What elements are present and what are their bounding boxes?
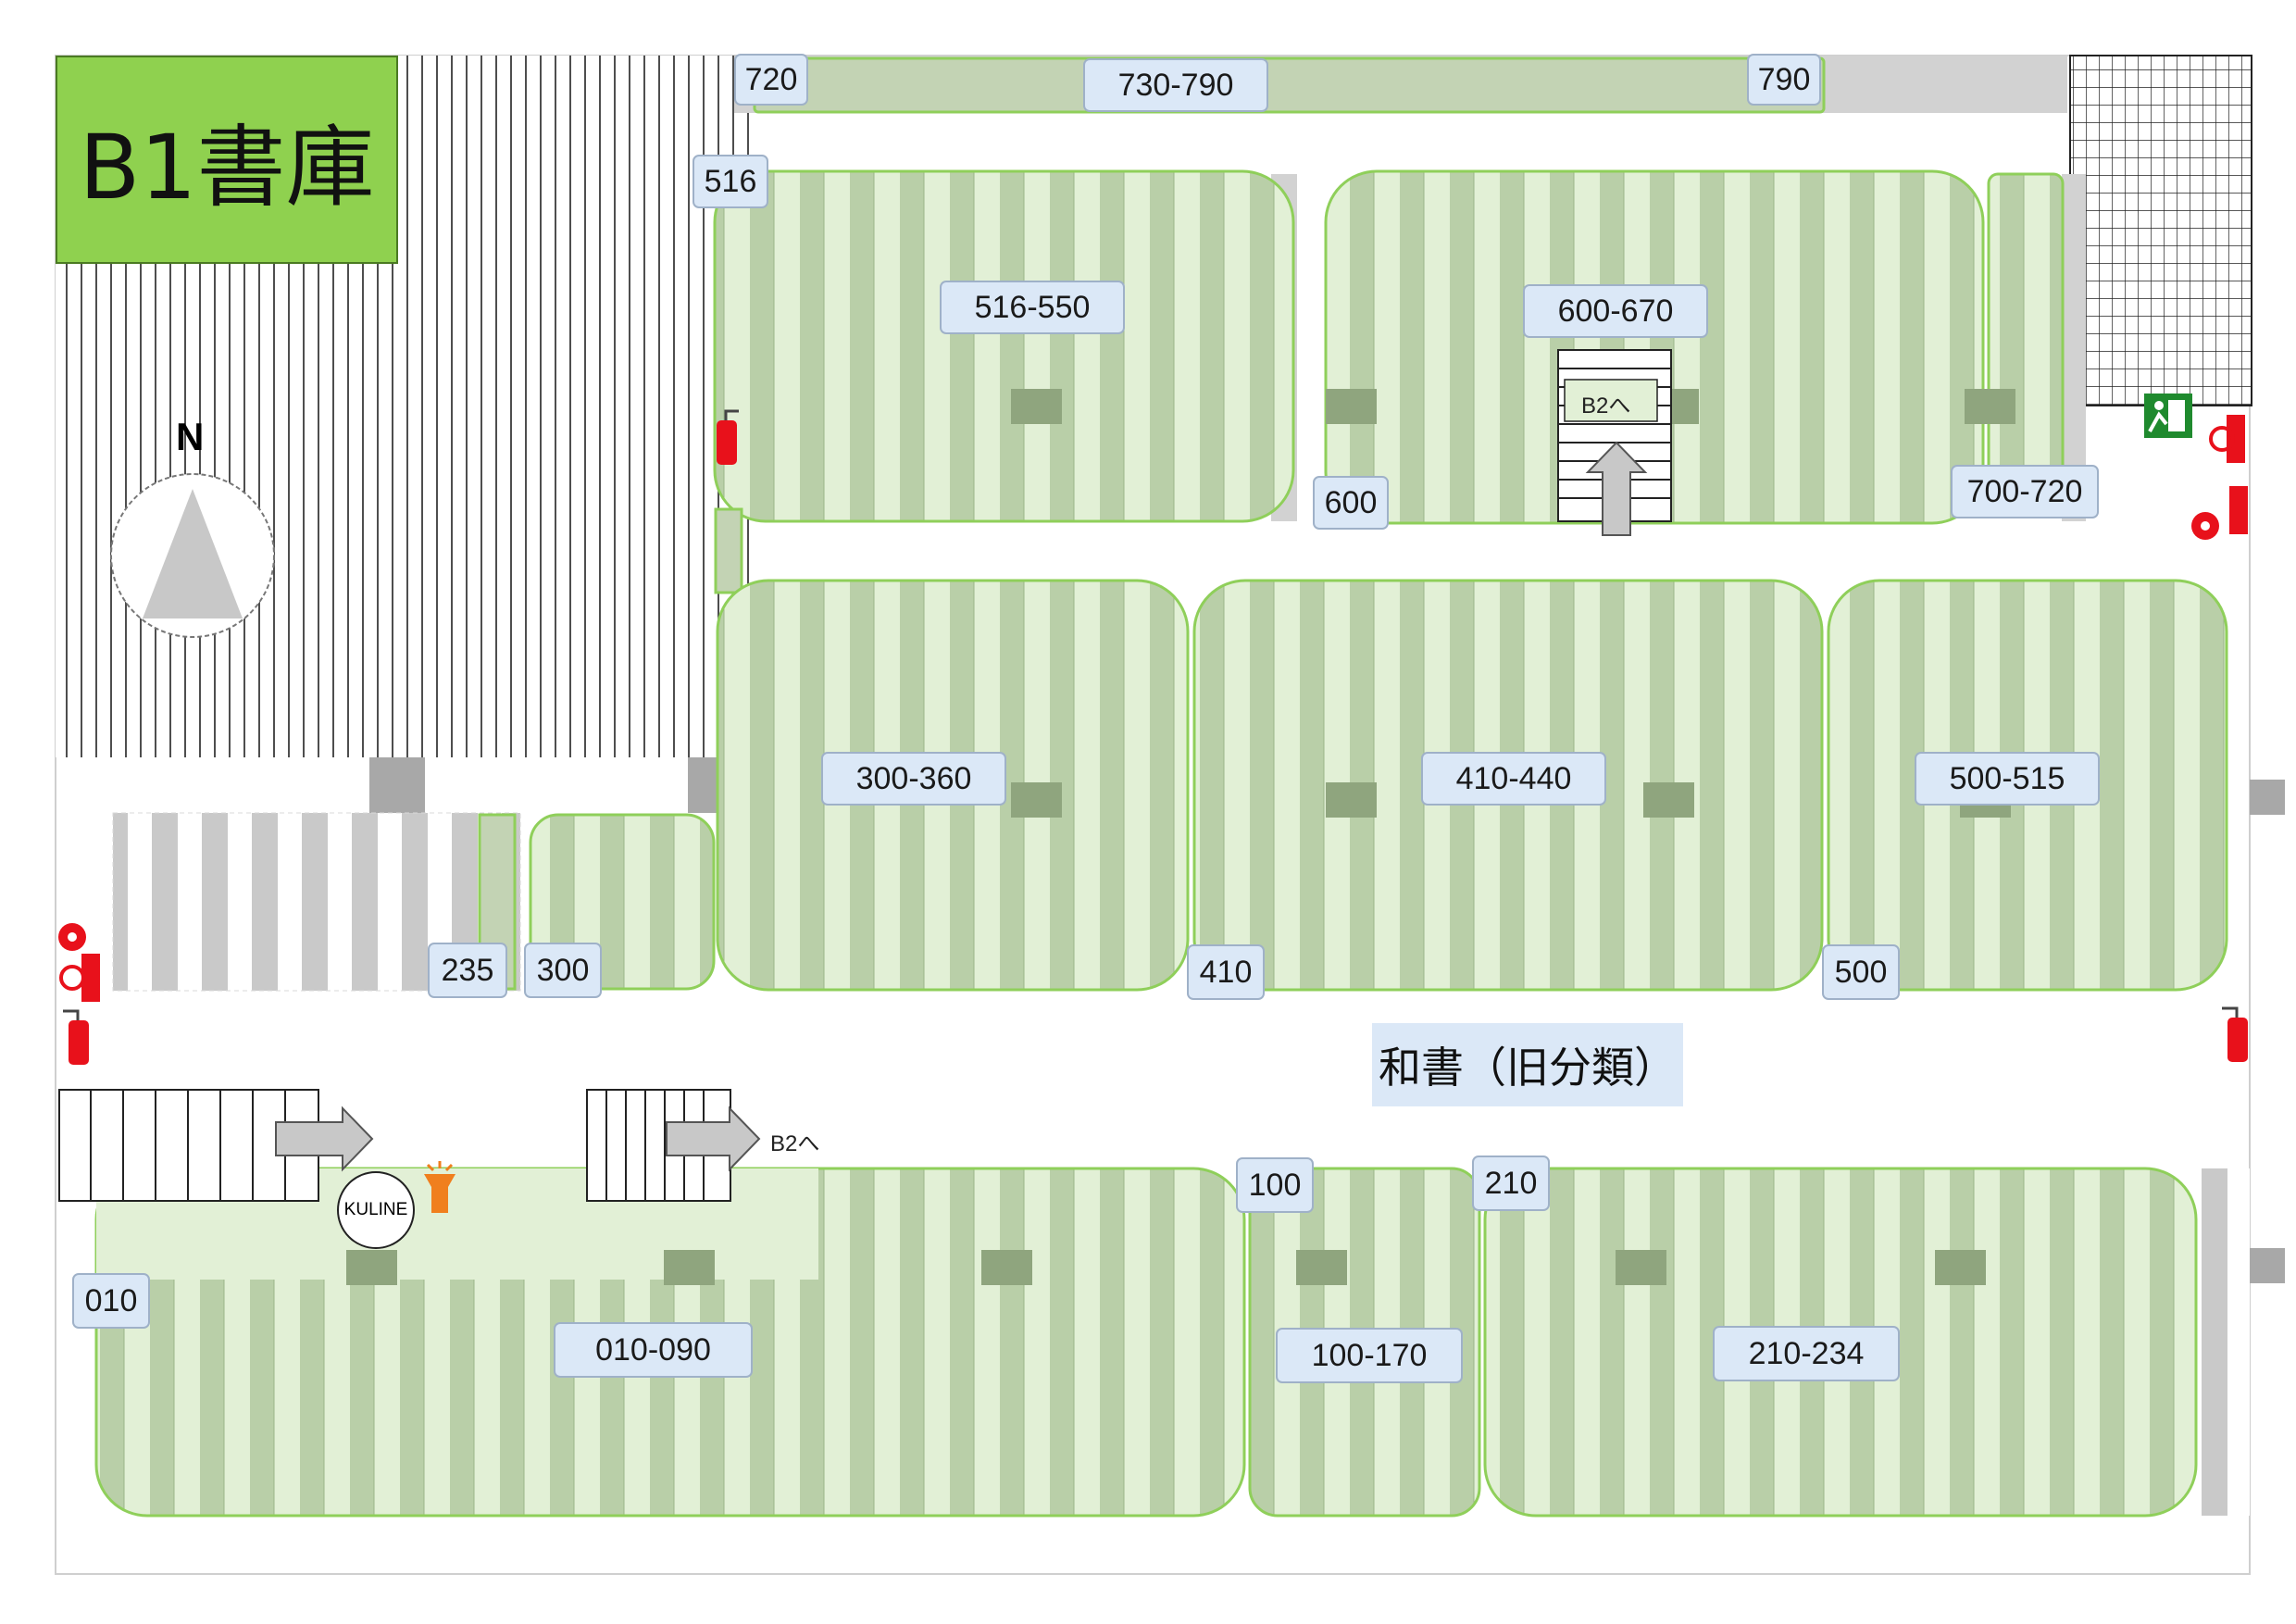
marker-516: 516	[693, 155, 768, 208]
stairs-lower-west	[58, 1089, 374, 1202]
compass	[110, 473, 275, 638]
marker-300: 300	[524, 943, 602, 998]
range-label-410-440: 410-440	[1421, 752, 1606, 806]
marker-010: 010	[72, 1273, 150, 1329]
shelf-zone-600-670	[1324, 169, 1985, 525]
north-label: N	[176, 415, 205, 458]
stairs-upper	[1557, 349, 1672, 536]
range-label-210-234: 210-234	[1713, 1326, 1900, 1381]
fire-extinguisher-icon	[717, 409, 739, 465]
stairs-lower-center	[586, 1089, 761, 1202]
shelf-zone-516-550	[713, 169, 1295, 523]
stairs-label-lower: B2へ	[770, 1131, 820, 1156]
pillar	[2250, 780, 2285, 815]
kuline-terminal: KULINE	[337, 1171, 415, 1249]
marker-500: 500	[1822, 944, 1900, 1000]
east-grey-shelves	[2199, 1168, 2250, 1516]
flashlight-icon	[424, 1161, 455, 1213]
fire-extinguisher-icon	[2222, 1006, 2248, 1062]
pillar	[369, 757, 425, 813]
shelf-zone-700-720	[1987, 172, 2065, 491]
range-label-516-550: 516-550	[940, 281, 1125, 334]
shelf-zone-730-790	[753, 56, 1826, 114]
floor-title: B1書庫	[56, 56, 398, 264]
northeast-grid-area	[2069, 55, 2252, 406]
range-label-730-790: 730-790	[1083, 58, 1268, 112]
marker-235: 235	[428, 943, 507, 998]
range-label-500-515: 500-515	[1915, 752, 2100, 806]
range-label-600-670: 600-670	[1523, 284, 1708, 338]
stairs-label-upper: B2へ	[1581, 394, 1631, 418]
pillar	[2250, 1248, 2285, 1283]
marker-100: 100	[1236, 1157, 1314, 1213]
range-label-700-720: 700-720	[1951, 465, 2099, 518]
fire-extinguisher-icon	[63, 1009, 89, 1065]
range-label-300-360: 300-360	[821, 752, 1006, 806]
marker-410: 410	[1187, 944, 1265, 1000]
range-label-010-090: 010-090	[554, 1322, 753, 1378]
marker-790: 790	[1747, 54, 1821, 106]
marker-720: 720	[734, 54, 808, 106]
marker-210: 210	[1472, 1156, 1550, 1211]
legend-label: 和書（旧分類）	[1372, 1023, 1683, 1106]
emergency-exit-icon	[2144, 394, 2192, 438]
aisle-bar	[2062, 174, 2086, 521]
marker-600: 600	[1313, 476, 1389, 530]
range-label-100-170: 100-170	[1276, 1328, 1463, 1383]
fire-alarm-icon	[58, 512, 2219, 951]
shelf-small-west	[714, 507, 743, 594]
fire-hose-icon	[59, 415, 2248, 1002]
